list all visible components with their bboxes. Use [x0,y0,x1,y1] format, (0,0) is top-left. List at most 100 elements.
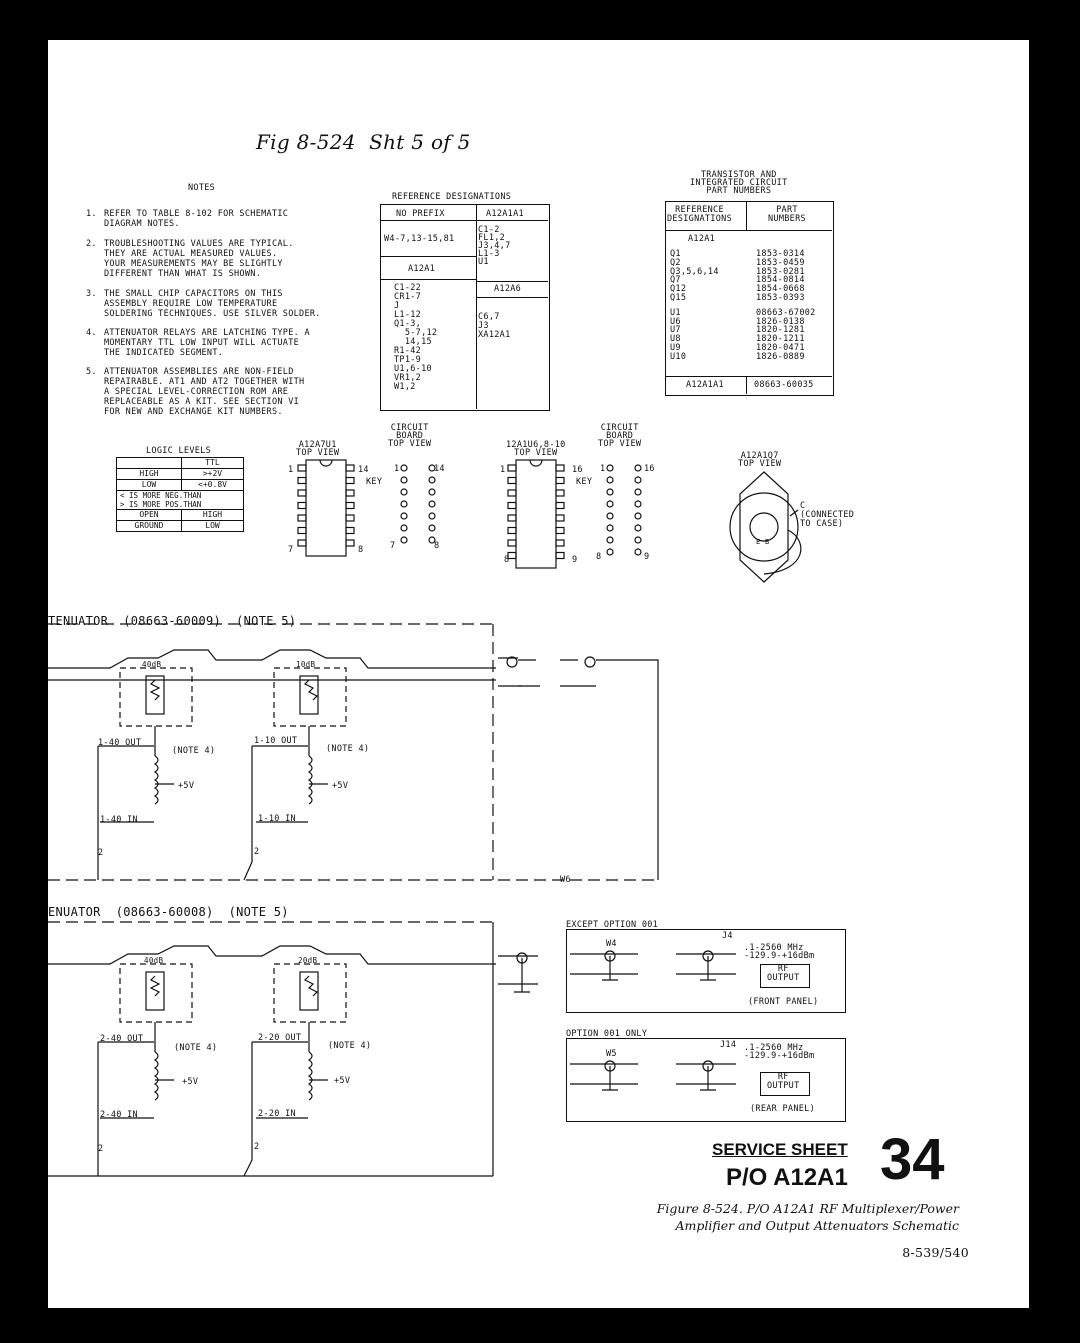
transistor-ref: Q7 [670,275,681,286]
attenuator1-pad2: 10dB [296,660,316,669]
logic-row-value: >+2V [181,468,244,480]
attenuator1-label: TENUATOR (08663-60009) (NOTE 5) [48,614,297,628]
board1-pin14: 14 [434,464,445,474]
attenuator2-pad1: 40dB [144,956,164,965]
attenuator1-wire2a: 2 [98,848,104,858]
handwritten-annotation: Fig 8-524 Sht 5 of 5 [256,130,471,154]
w4-label: W4 [606,939,617,949]
board2-pin9: 9 [644,552,650,562]
logic-row-label: OPEN [116,509,182,521]
note-text: ATTENUATOR ASSEMBLIES ARE NON-FIELD REPA… [104,367,305,417]
attenuator1-in1: 1-40 IN [100,815,138,825]
board1-key: KEY [366,477,383,487]
transistor-ref: U10 [670,351,687,362]
attenuator1-note4b: (NOTE 4) [326,744,370,754]
ref-a12a1-value: C1-22 CR1-7 J L1-12 Q1-3, 5-7,12 14,15 R… [394,283,438,392]
transistor-ref: U9 [670,343,681,353]
note-number: 5. [86,367,97,377]
board2-key: KEY [576,477,593,487]
transistor-part: 1853-0314 [756,249,805,259]
transistor-ref: U8 [670,334,681,345]
transistor-part: 1826-0138 [756,316,805,327]
ref-no-prefix-value: W4-7,13-15,81 [384,234,455,244]
transistor-ref: Q1 [670,249,681,259]
except-option-box [566,929,846,1013]
a12a7u1-title: A12A7U1 TOP VIEW [296,440,340,458]
j14-label: J14 [720,1040,737,1050]
ic1-pin8: 8 [358,545,364,555]
logic-row-label: LOW [116,479,182,491]
attenuator1-5v-a: +5V [178,781,195,791]
attenuator2-5v-b: +5V [334,1076,351,1086]
logic-row-label: < IS MORE NEG.THAN > IS MORE POS.THAN [116,490,244,510]
ic1-pin14: 14 [358,465,369,475]
ref-a12a6-value: C6,7 J3 XA12A1 [478,312,511,340]
ic2-pin8: 8 [504,555,510,565]
transistor-part: 1820-0471 [756,343,805,353]
ic2-pin9: 9 [572,555,578,565]
transistor-ref: Q3,5,6,14 [670,266,719,277]
attenuator1-note4a: (NOTE 4) [172,746,216,756]
q7-pins: E B [756,538,770,546]
note-text: TROUBLESHOOTING VALUES ARE TYPICAL. THEY… [104,239,294,279]
attenuator2-note4a: (NOTE 4) [174,1043,218,1053]
transistor-part: 08663-67002 [756,307,816,318]
attenuator2-wire2a: 2 [98,1144,104,1154]
transistor-ref: Q15 [670,293,687,303]
attenuator2-note4b: (NOTE 4) [328,1041,372,1051]
attenuator2-label: ENUATOR (08663-60008) (NOTE 5) [48,905,289,919]
transistor-part: 1826-0889 [756,351,805,362]
j4-label: J4 [722,931,733,941]
ref-a12a1a1-value: C1-2 FL1,2 J3,4,7 L1-3 U1 [478,225,511,267]
note-text: ATTENUATOR RELAYS ARE LATCHING TYPE. A M… [104,328,310,358]
attenuator2-wire2b: 2 [254,1142,260,1152]
ref-a12a6-header: A12A6 [494,284,522,294]
ic1-pin7: 7 [288,545,294,555]
front-rf-output: RF OUTPUT [767,964,800,983]
transistor-col-part: PART NUMBERS [768,205,806,224]
ref-col-a12a1a1: A12A1A1 [486,209,524,219]
transistor-part: 1854-0814 [756,275,805,286]
logic-row-value: LOW [181,520,244,532]
a12a1u6-title: 12A1U6,8-10 TOP VIEW [506,440,566,458]
logic-row-value: HIGH [181,509,244,521]
note-number: 2. [86,239,97,249]
transistor-part: 1854-0668 [756,284,805,295]
attenuator2-in1: 2-40 IN [100,1110,138,1120]
transistor-col-ref: REFERENCE DESIGNATIONS [667,205,733,224]
board2-pin8: 8 [596,552,602,562]
attenuator2-pad2: 20dB [298,956,318,965]
attenuator2-5v-a: +5V [182,1077,199,1087]
logic-levels-title: LOGIC LEVELS [146,446,212,456]
transistor-ref: Q2 [670,257,681,268]
attenuator1-wire2b: 2 [254,847,260,857]
attenuator1-in2: 1-10 IN [258,814,296,824]
transistor-part: 1820-1281 [756,325,805,336]
rear-freq: .1-2560 MHz -129.9-+16dBm [744,1043,815,1061]
board2-title: CIRCUIT BOARD TOP VIEW [598,423,642,449]
transistor-ref: Q12 [670,284,687,295]
transistor-table-title: TRANSISTOR AND INTEGRATED CIRCUIT PART N… [690,170,788,196]
ic1-pin1: 1 [288,465,294,475]
logic-row-label: HIGH [116,468,182,480]
logic-row-value: <+0.8V [181,479,244,491]
rear-rf-output-box [760,1072,810,1096]
note-text: THE SMALL CHIP CAPACITORS ON THIS ASSEMB… [104,289,321,319]
transistor-section: A12A1 [688,234,716,244]
note-number: 4. [86,328,97,338]
ic2-pin16: 16 [572,465,583,475]
attenuator1-out2: 1-10 OUT [254,736,298,746]
note-number: 3. [86,289,97,299]
transistor-ref: U7 [670,325,681,336]
service-sheet-assembly: P/O A12A1 [726,1164,848,1191]
page-number: 8-539/540 [902,1245,969,1260]
ref-designations-title: REFERENCE DESIGNATIONS [392,192,512,202]
board1-pin1: 1 [394,464,400,474]
ref-col-no-prefix: NO PREFIX [396,209,445,219]
ref-a12a1-header: A12A1 [408,264,436,274]
note-number: 1. [86,209,97,219]
logic-row-label: GROUND [116,520,182,532]
board1-pin8: 8 [434,541,440,551]
ic2-pin1: 1 [500,465,506,475]
transistor-ref: U1 [670,307,681,318]
